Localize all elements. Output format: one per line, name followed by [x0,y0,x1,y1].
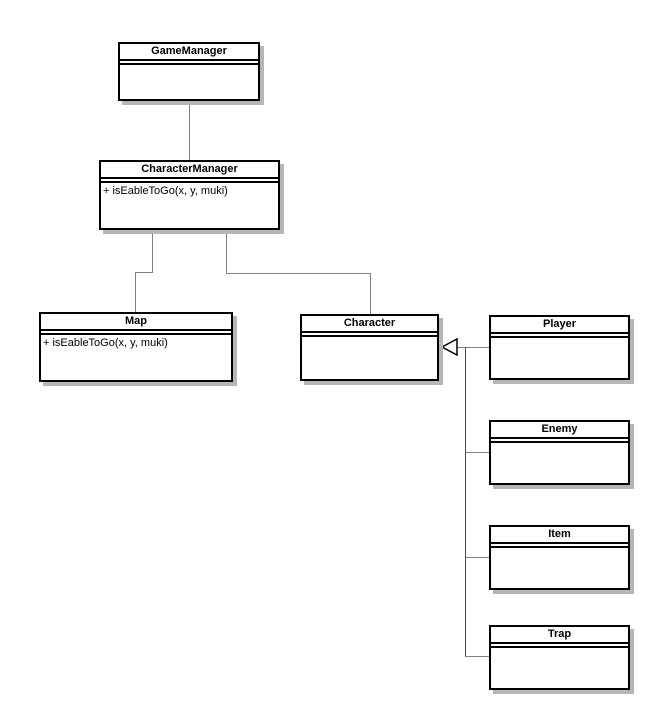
class-title-item: Item [491,527,628,544]
class-title-gamemanager: GameManager [120,44,258,61]
edge-gamemanager-charactermanager [189,101,190,160]
class-operations-item [491,548,628,588]
edge-player-character [457,347,489,348]
class-attributes-item [491,544,628,548]
edge-charactermanager-character-segment-1 [226,230,227,274]
class-box-enemy[interactable]: Enemy [489,420,630,485]
class-title-charactermanager: CharacterManager [101,162,278,179]
class-title-character: Character [302,316,437,333]
class-box-map[interactable]: Map + isEableToGo(x, y, muki) [39,312,233,382]
class-title-trap: Trap [491,627,628,644]
class-box-item[interactable]: Item [489,525,630,590]
class-operations-character [302,337,437,379]
class-box-charactermanager[interactable]: CharacterManager + isEableToGo(x, y, muk… [99,160,280,230]
class-box-player[interactable]: Player [489,315,630,380]
edge-charactermanager-character-segment-3 [370,273,371,314]
class-attributes-trap [491,644,628,648]
edge-charactermanager-map-segment-2 [135,272,153,273]
class-operations-trap [491,648,628,688]
class-attributes-character [302,333,437,337]
class-operations-enemy [491,443,628,483]
method-label: + isEableToGo(x, y, muki) [43,337,168,349]
class-title-map: Map [41,314,231,331]
class-title-enemy: Enemy [491,422,628,439]
edge-charactermanager-character-segment-2 [226,273,371,274]
class-attributes-map [41,331,231,335]
class-operations-player [491,338,628,378]
class-box-trap[interactable]: Trap [489,625,630,690]
class-operations-gamemanager [120,65,258,99]
edge-charactermanager-map-segment-1 [152,230,153,273]
generalization-arrowhead-icon [441,338,458,356]
class-operations-map: + isEableToGo(x, y, muki) [41,335,231,380]
class-attributes-gamemanager [120,61,258,65]
class-operations-charactermanager: + isEableToGo(x, y, muki) [101,183,278,228]
class-box-character[interactable]: Character [300,314,439,381]
class-title-player: Player [491,317,628,334]
edge-trap-character [465,656,489,657]
edge-item-character [465,557,489,558]
method-label: + isEableToGo(x, y, muki) [103,185,228,197]
class-attributes-player [491,334,628,338]
class-attributes-charactermanager [101,179,278,183]
class-box-gamemanager[interactable]: GameManager [118,42,260,101]
edge-enemy-character [465,452,489,453]
edge-charactermanager-map-segment-3 [135,272,136,312]
generalization-trunk-line [465,347,466,657]
class-attributes-enemy [491,439,628,443]
